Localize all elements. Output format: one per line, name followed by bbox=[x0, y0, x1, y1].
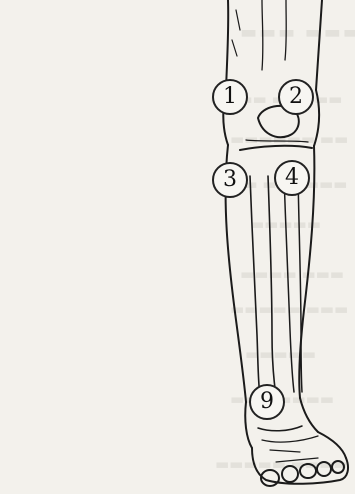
knee-joint-line bbox=[240, 146, 312, 150]
marker-2: 2 bbox=[278, 79, 314, 115]
marker-1-label: 1 bbox=[223, 86, 237, 108]
toe bbox=[332, 461, 344, 473]
ankle-bone-line bbox=[258, 426, 302, 431]
toe bbox=[282, 466, 298, 482]
foot-sketch-line bbox=[270, 450, 300, 452]
marker-3: 3 bbox=[212, 162, 248, 198]
marker-2-label: 2 bbox=[289, 86, 303, 108]
tibia-left-edge bbox=[250, 176, 260, 396]
thigh-sketch-line bbox=[236, 10, 240, 30]
thigh-inner-line bbox=[262, 0, 263, 70]
marker-4: 4 bbox=[274, 160, 310, 196]
knee-right-contour bbox=[314, 90, 319, 146]
toe bbox=[300, 464, 316, 478]
marker-4-label: 4 bbox=[285, 167, 299, 189]
marker-1: 1 bbox=[212, 79, 248, 115]
fibula-left-edge bbox=[284, 176, 294, 392]
thigh-left-contour bbox=[226, 0, 228, 90]
marker-9-label: 9 bbox=[260, 391, 274, 413]
thigh-inner-line bbox=[285, 0, 286, 60]
thigh-sketch-line bbox=[232, 40, 237, 56]
foot-top-contour bbox=[318, 432, 346, 458]
foot-sketch-line bbox=[276, 458, 318, 462]
foot-heel bbox=[252, 448, 348, 484]
marker-9: 9 bbox=[249, 384, 285, 420]
ankle-bone-line bbox=[262, 436, 318, 442]
marker-3-label: 3 bbox=[223, 169, 237, 191]
thigh-right-contour bbox=[316, 0, 322, 90]
toe bbox=[317, 462, 331, 476]
ankle-right-contour bbox=[300, 398, 318, 432]
knee-joint-line bbox=[246, 140, 308, 142]
tibia-right-edge bbox=[268, 176, 276, 396]
